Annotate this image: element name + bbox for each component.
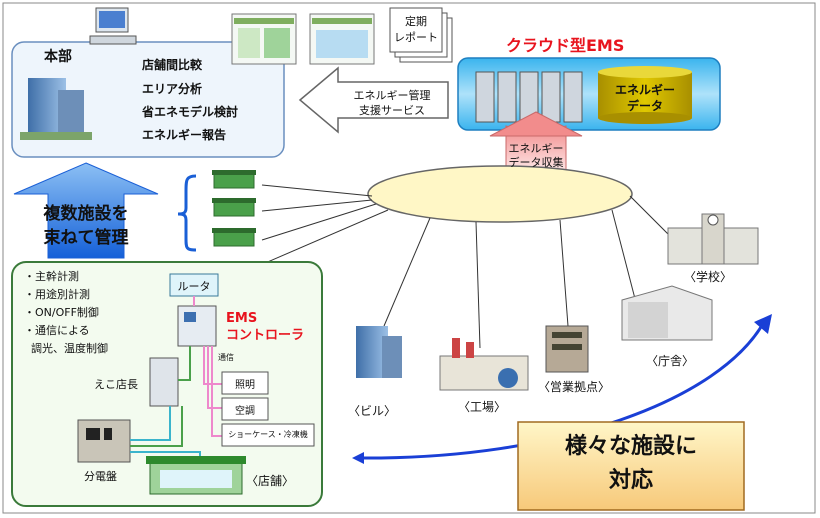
building-caption: 〈ビル〉 <box>348 404 397 418</box>
hq-title: 本部 <box>44 49 72 65</box>
callout-box <box>517 421 745 511</box>
eco-manager-label: えこ店長 <box>94 378 138 391</box>
hq-item: 省エネモデル検討 <box>142 105 239 119</box>
energy-database-icon <box>598 66 692 124</box>
report-label: 定期 レポート <box>394 15 438 44</box>
report-screens <box>231 13 375 65</box>
breaker-label: 分電盤 <box>84 470 117 483</box>
server-icons <box>475 71 583 123</box>
callout-label: 様々な施設に 対応 <box>564 434 697 493</box>
load-label: 空調 <box>235 406 255 417</box>
load-label: 照明 <box>235 380 255 391</box>
eco-manager-device <box>149 357 179 407</box>
store-building-icon <box>146 456 246 495</box>
collect-label: エネルギー データ収集 <box>508 142 564 169</box>
router-label: ルータ <box>177 280 211 293</box>
network-hub <box>367 165 633 223</box>
energy-db-label: エネルギー データ <box>614 83 675 113</box>
ems-controller-icon <box>177 305 217 347</box>
hq-item: 店舗間比較 <box>142 58 203 72</box>
load-aircon-box <box>221 397 269 421</box>
load-label: ショーケース・冷凍機 <box>228 430 308 439</box>
multi-manage-label: 複数施設を 束ねて管理 <box>43 204 129 248</box>
store-caption: 〈店舗〉 <box>246 474 295 488</box>
multi-facility-arrow <box>13 162 159 259</box>
facility-brace <box>177 174 197 252</box>
computer-icon <box>89 7 137 45</box>
store-bullet: ・用途別計測 <box>24 288 90 301</box>
ems-controller-label: EMS コントローラ <box>226 311 305 343</box>
service-label: エネルギー管理 支援サービス <box>353 89 431 117</box>
school-icon <box>667 213 759 265</box>
store-bullet: ・主幹計測 <box>24 270 79 283</box>
school-caption: 〈学校〉 <box>684 270 733 284</box>
comm-label: 通信 <box>218 353 234 362</box>
load-lighting-box <box>221 371 269 395</box>
store-bullet: ・ON/OFF制御 <box>24 306 99 319</box>
hq-item: エリア分析 <box>142 82 203 96</box>
sales-office-icon <box>545 325 589 373</box>
breaker-panel <box>77 419 131 463</box>
small-store-icons <box>212 170 256 247</box>
office-caption: 〈庁舎〉 <box>646 354 695 368</box>
factory-caption: 〈工場〉 <box>458 400 507 414</box>
store-bullet: 調光、温度制御 <box>24 342 108 355</box>
store-bullet: ・通信による <box>24 324 90 337</box>
facility-curve-arrow <box>357 321 766 460</box>
hq-item: エネルギー報告 <box>142 128 227 142</box>
load-showcase-box <box>221 423 315 447</box>
hq-building-icon <box>20 78 92 140</box>
factory-icon <box>439 338 529 391</box>
cloud-title: クラウド型EMS <box>506 36 625 55</box>
report-document-icon <box>389 7 453 63</box>
sales-caption: 〈営業拠点〉 <box>538 380 611 394</box>
government-office-icon <box>621 285 713 341</box>
office-building-icon <box>356 326 402 378</box>
service-arrow <box>298 66 449 134</box>
